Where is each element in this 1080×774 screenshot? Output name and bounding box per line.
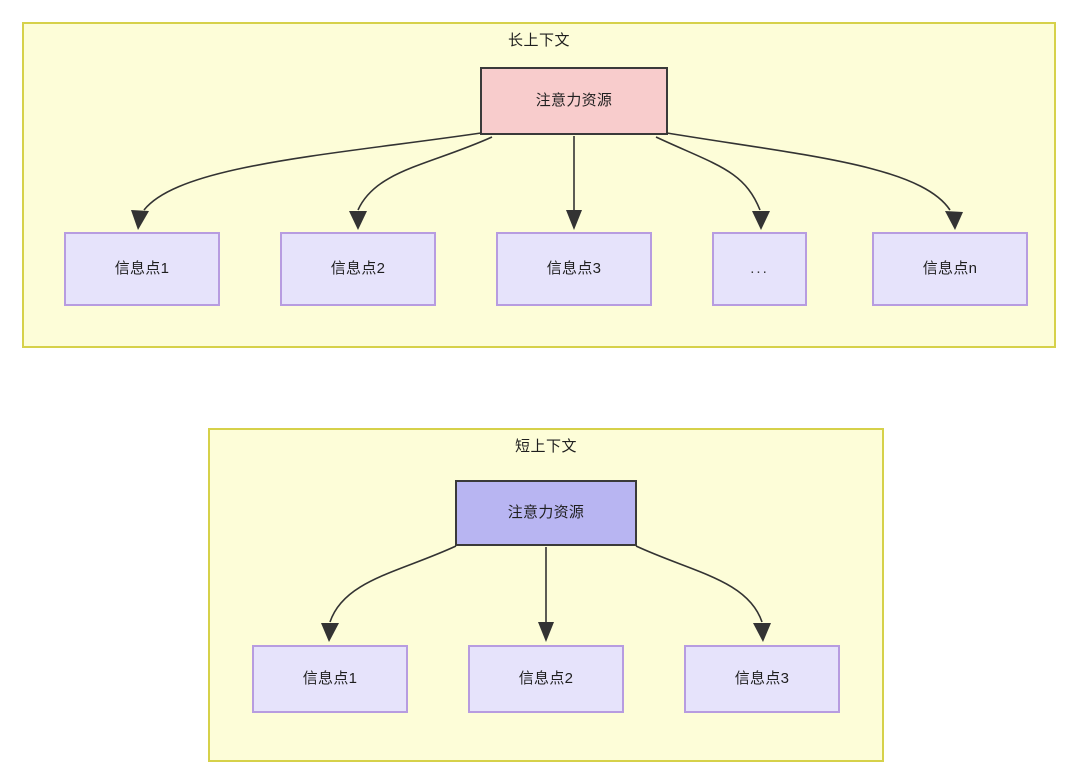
- group-short-context-title: 短上下文: [514, 438, 577, 455]
- node-info-point-long-ellipsis[interactable]: ...: [712, 232, 807, 306]
- node-info-point-short-2[interactable]: 信息点2: [468, 645, 624, 713]
- node-info-point-long-2[interactable]: 信息点2: [280, 232, 436, 306]
- group-long-context-title: 长上下文: [507, 32, 570, 49]
- node-info-point-long-1[interactable]: 信息点1: [64, 232, 220, 306]
- node-info-point-long-n[interactable]: 信息点n: [872, 232, 1028, 306]
- node-attention-resource-long[interactable]: 注意力资源: [480, 67, 668, 135]
- node-info-point-long-3[interactable]: 信息点3: [496, 232, 652, 306]
- node-attention-resource-short[interactable]: 注意力资源: [455, 480, 637, 546]
- node-info-point-short-1[interactable]: 信息点1: [252, 645, 408, 713]
- node-info-point-short-3[interactable]: 信息点3: [684, 645, 840, 713]
